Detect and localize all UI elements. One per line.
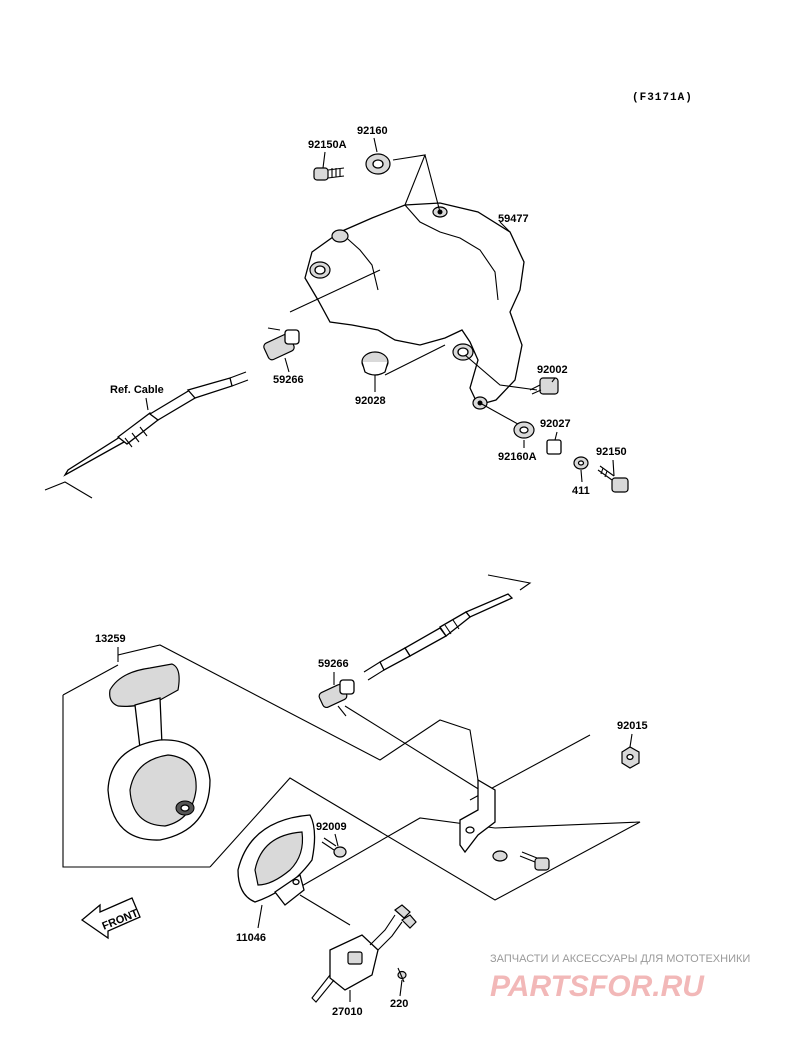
spacer-92027 xyxy=(546,439,562,455)
ref-cable-upper xyxy=(63,371,249,477)
watermark: ЗАПЧАСТИ И АКСЕССУАРЫ ДЛЯ МОТОТЕХНИКИ PA… xyxy=(490,953,750,1003)
leader-lines-upper xyxy=(44,154,538,499)
label-59266-top: 59266 xyxy=(273,374,304,386)
label-92160-top: 92160 xyxy=(357,125,388,137)
lever-grip-13259 xyxy=(107,663,211,841)
joint-59266-lower xyxy=(318,679,355,717)
label-220: 220 xyxy=(390,998,408,1010)
diagram-code: (F3171A) xyxy=(632,92,693,104)
bracket-59477 xyxy=(304,202,525,410)
collar-92160A xyxy=(513,421,535,439)
small-bracket xyxy=(459,778,496,854)
label-92028: 92028 xyxy=(355,395,386,407)
cable-lower xyxy=(363,593,514,681)
screw-220 xyxy=(397,967,407,983)
joint-59266-upper xyxy=(263,327,300,361)
bolt-92150 xyxy=(597,465,629,493)
label-92150: 92150 xyxy=(596,446,627,458)
label-13259: 13259 xyxy=(95,633,126,645)
part-labels: 92160 92150A 59477 59266 Ref. Cable 9202… xyxy=(95,125,648,1018)
label-92160A: 92160A xyxy=(498,451,537,463)
label-92015: 92015 xyxy=(617,720,648,732)
front-arrow-icon: FRONT xyxy=(80,897,141,940)
bolt-92150A xyxy=(313,167,345,181)
label-ref-cable: Ref. Cable xyxy=(110,384,164,396)
label-27010: 27010 xyxy=(332,1006,363,1018)
label-11046: 11046 xyxy=(236,932,266,944)
watermark-subtitle: ЗАПЧАСТИ И АКСЕССУАРЫ ДЛЯ МОТОТЕХНИКИ xyxy=(490,953,750,965)
nut-92015 xyxy=(621,746,640,769)
cover-11046 xyxy=(237,814,316,906)
washer-lower xyxy=(492,850,508,862)
bolt-92002 xyxy=(529,377,559,395)
bolt-92009 xyxy=(321,837,347,858)
label-92009: 92009 xyxy=(316,821,347,833)
switch-27010 xyxy=(311,904,417,1003)
bolt-lower xyxy=(519,851,550,871)
bush-92028 xyxy=(361,351,389,376)
label-59266-bottom: 59266 xyxy=(318,658,349,670)
label-92150A-top: 92150A xyxy=(308,139,347,151)
watermark-brand: PARTSFOR.RU xyxy=(490,970,705,1003)
label-92002: 92002 xyxy=(537,364,568,376)
label-92027: 92027 xyxy=(540,418,571,430)
label-59477: 59477 xyxy=(498,213,529,225)
label-leaders xyxy=(117,137,633,1002)
washer-411 xyxy=(573,456,589,470)
label-411: 411 xyxy=(572,485,590,497)
collar-92160 xyxy=(365,153,391,175)
